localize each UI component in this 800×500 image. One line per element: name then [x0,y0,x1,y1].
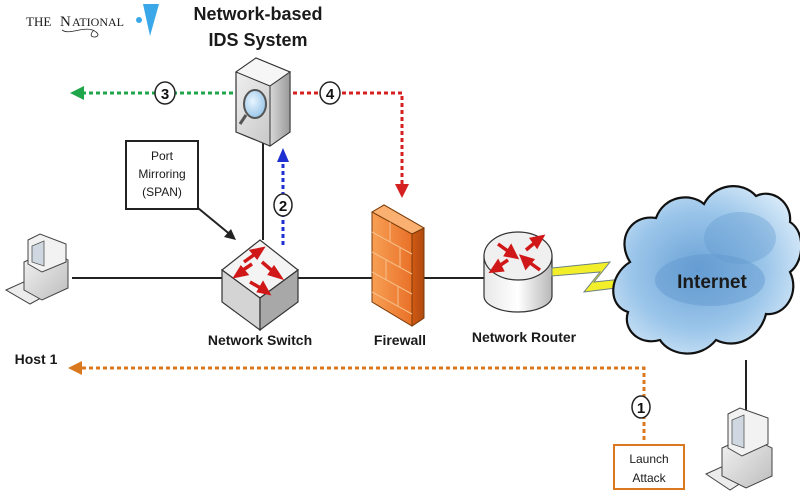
flow-step3-alert [70,86,235,100]
red-arrowhead-icon [395,184,409,198]
step-4-marker: 4 [319,81,341,105]
port-mirroring-pointer [197,207,233,237]
port-mirroring-line1: Port [151,149,174,163]
network-switch-device[interactable] [221,239,299,332]
internet-label: Internet [677,272,747,293]
the-national-logo: THE N ATIONAL [26,4,159,38]
port-mirroring-arrowhead-icon [224,229,236,240]
router-arrows-icon [488,234,546,274]
step-1-marker: 1 [631,395,651,419]
port-mirroring-line3: (SPAN) [142,185,182,199]
port-mirroring-line2: Mirroring [138,167,185,181]
flow-step1-attack [68,361,646,440]
host1-label: Host 1 [15,351,58,367]
logo-the: THE [26,14,51,29]
logo-n: N [60,14,71,30]
title-line2: IDS System [208,30,307,50]
network-switch-label: Network Switch [208,332,312,348]
network-cables [72,135,747,410]
firewall-label: Firewall [374,332,426,348]
launch-attack-callout: Launch Attack [613,444,685,490]
logo-flourish-icon [61,28,99,38]
step-2-marker: 2 [273,193,293,217]
step-3-label: 3 [161,86,169,103]
launch-attack-line1: Launch [629,452,668,466]
orange-arrowhead-icon [68,361,82,375]
flow-step4-block [293,91,409,198]
host1-computer-icon[interactable] [4,233,69,305]
internet-cloud[interactable]: Internet [612,185,800,355]
attacker-computer-icon[interactable] [704,407,773,491]
magnifier-icon [238,89,267,125]
step-2-label: 2 [279,198,287,215]
step-3-marker: 3 [154,81,176,105]
launch-attack-line2: Attack [632,471,666,485]
ids-sensor-device[interactable] [234,57,292,147]
port-mirroring-callout: Port Mirroring (SPAN) [125,140,199,210]
blue-arrowhead-icon [277,148,289,162]
brick-pattern-icon [371,222,413,315]
firewall-device[interactable] [370,204,426,327]
switch-arrows-icon [232,246,285,296]
network-router-label: Network Router [472,329,577,345]
network-router-device[interactable] [483,231,553,313]
logo-dot-icon [136,17,142,23]
logo-ational: ATIONAL [72,15,124,29]
logo-triangle-icon [143,4,159,36]
title-line1: Network-based [193,4,322,24]
green-arrowhead-icon [70,86,84,100]
step-4-label: 4 [326,86,335,103]
step-1-label: 1 [637,400,645,417]
